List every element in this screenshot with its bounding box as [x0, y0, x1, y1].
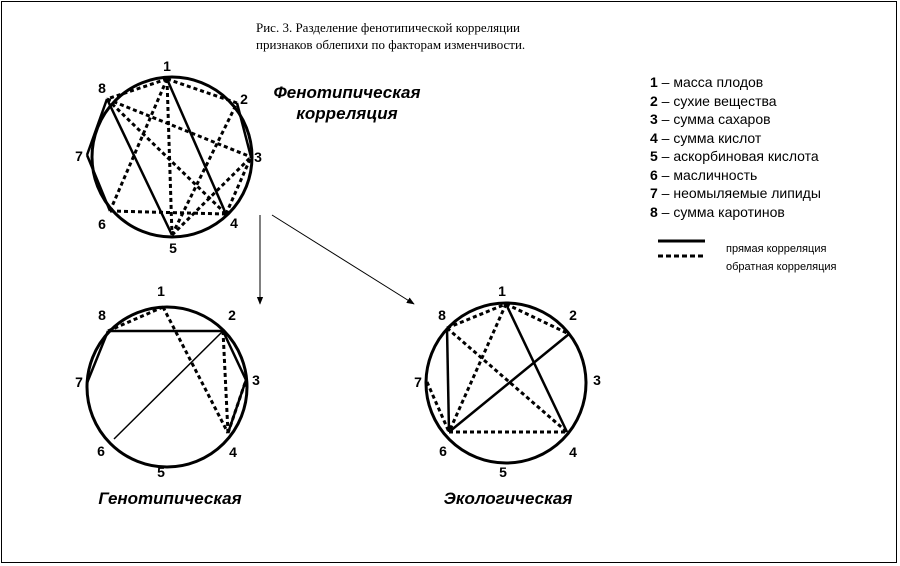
trait-number-label: 3 [593, 372, 601, 388]
legend-item-number: 1 [650, 74, 658, 90]
phenotypic-diagram: 1 2 3 4 5 6 7 8 [75, 58, 262, 256]
inverse-correlation-line [170, 155, 253, 237]
legend-item-text: – сумма сахаров [657, 111, 771, 127]
direct-correlation-line [85, 330, 110, 384]
legend-item-number: 2 [650, 92, 658, 109]
inverse-correlation-line [505, 302, 570, 336]
inverse-correlation-line [221, 330, 230, 434]
direct-correlation-line [85, 98, 109, 156]
trait-number-label: 7 [414, 374, 422, 390]
phenotypic-title-line-2: корреляция [296, 104, 398, 123]
inverse-correlation-label: обратная корреляция [726, 261, 837, 273]
legend-item-text: – неомыляемые липиды [657, 185, 821, 201]
inverse-correlation-line [447, 303, 508, 433]
legend-item: 3 – сумма сахаров [650, 110, 821, 129]
legend-item-text: – сумма кислот [657, 129, 762, 146]
trait-number-label: 8 [438, 307, 446, 323]
direct-correlation-line [85, 154, 112, 212]
trait-number-label: 5 [499, 464, 507, 480]
legend-item: 7 – неомыляемые липиды [650, 184, 821, 203]
legend-item-text: – масса плодов [657, 74, 764, 90]
trait-number-label: 4 [569, 444, 577, 460]
direct-correlation-line [448, 333, 570, 433]
trait-number-label: 1 [498, 283, 506, 299]
inverse-correlation-line [106, 77, 168, 101]
genotypic-title: Генотипическая [85, 488, 255, 509]
direct-correlation-line [105, 98, 174, 236]
ecological-diagram: 1 2 3 4 5 6 7 8 [414, 283, 601, 480]
direct-correlation-line [504, 303, 569, 433]
legend-item-number: 4 [650, 129, 658, 146]
genotypic-diagram: 1 2 3 4 5 6 7 8 [75, 283, 260, 480]
direct-correlation-line [221, 330, 248, 381]
inverse-correlation-line [109, 209, 227, 216]
inverse-correlation-line [446, 302, 507, 330]
legend-item: 2 – сухие вещества [650, 92, 821, 111]
legend-item: 1 – масса плодов [650, 73, 821, 92]
direct-correlation-label: прямая корреляция [726, 243, 827, 255]
inverse-correlation-line [170, 102, 239, 236]
trait-number-label: 7 [75, 148, 83, 164]
direct-correlation-line [165, 78, 228, 215]
inverse-correlation-line [107, 305, 164, 333]
trait-number-label: 1 [163, 58, 171, 74]
legend-item-number: 3 [650, 111, 658, 127]
caption-line-2: признаков облепихи по факторам изменчиво… [256, 37, 526, 52]
legend-item: 8 – сумма каротинов [650, 203, 821, 222]
inverse-correlation-line [165, 78, 174, 236]
diagram-circle [90, 75, 254, 239]
trait-number-label: 8 [98, 307, 106, 323]
legend-item-text: – сумма каротинов [657, 203, 785, 220]
legend-item-text: – сухие вещества [657, 92, 777, 109]
caption-line-1: Рис. 3. Разделение фенотипической коррел… [256, 20, 520, 35]
trait-number-label: 2 [240, 91, 248, 107]
phenotypic-title-line-1: Фенотипическая [273, 83, 421, 102]
inverse-correlation-line [446, 326, 568, 434]
legend-item-text: – аскорбиновая кислота [657, 148, 819, 164]
direct-correlation-line [226, 379, 248, 434]
inverse-correlation-line [224, 156, 253, 215]
trait-number-label: 4 [229, 444, 237, 460]
inverse-correlation-line [425, 381, 451, 433]
trait-number-label: 5 [157, 464, 165, 480]
inverse-correlation-line [108, 78, 169, 212]
direct-correlation-line [113, 330, 224, 440]
legend-item: 6 – масличность [650, 166, 821, 185]
trait-number-label: 1 [157, 283, 165, 299]
legend-item-number: 5 [650, 148, 658, 164]
trait-number-label: 6 [439, 443, 447, 459]
ecological-title-line-1: Экологическая [443, 489, 573, 508]
legend-item-number: 7 [650, 185, 658, 201]
trait-number-label: 6 [97, 443, 105, 459]
trait-number-label: 3 [252, 372, 260, 388]
genotypic-title-line-1: Генотипическая [98, 489, 242, 508]
legend-item-number: 6 [650, 166, 658, 183]
figure-caption: Рис. 3. Разделение фенотипической коррел… [256, 19, 676, 53]
trait-number-label: 4 [230, 215, 238, 231]
inverse-correlation-line [105, 97, 228, 216]
trait-number-label: 2 [228, 307, 236, 323]
trait-number-label: 2 [569, 307, 577, 323]
inverse-correlation-line [166, 77, 238, 105]
legend-item: 5 – аскорбиновая кислота [650, 147, 821, 166]
trait-number-label: 3 [254, 149, 262, 165]
ecological-title: Экологическая [423, 488, 593, 509]
legend-item-text: – масличность [657, 166, 758, 183]
direct-correlation-line [235, 102, 253, 158]
arrow-to-ecological [271, 214, 415, 305]
diagram-circle [85, 305, 249, 469]
inverse-correlation-line [161, 306, 230, 434]
trait-number-label: 5 [169, 240, 177, 256]
trait-number-label: 8 [98, 80, 106, 96]
inverse-correlation-line [106, 97, 252, 159]
phenotypic-title: Фенотипическая корреляция [262, 82, 432, 124]
legend-item-number: 8 [650, 203, 658, 220]
trait-number-label: 6 [98, 216, 106, 232]
trait-number-label: 7 [75, 374, 83, 390]
direct-correlation-line [445, 327, 451, 433]
legend-item: 4 – сумма кислот [650, 129, 821, 148]
